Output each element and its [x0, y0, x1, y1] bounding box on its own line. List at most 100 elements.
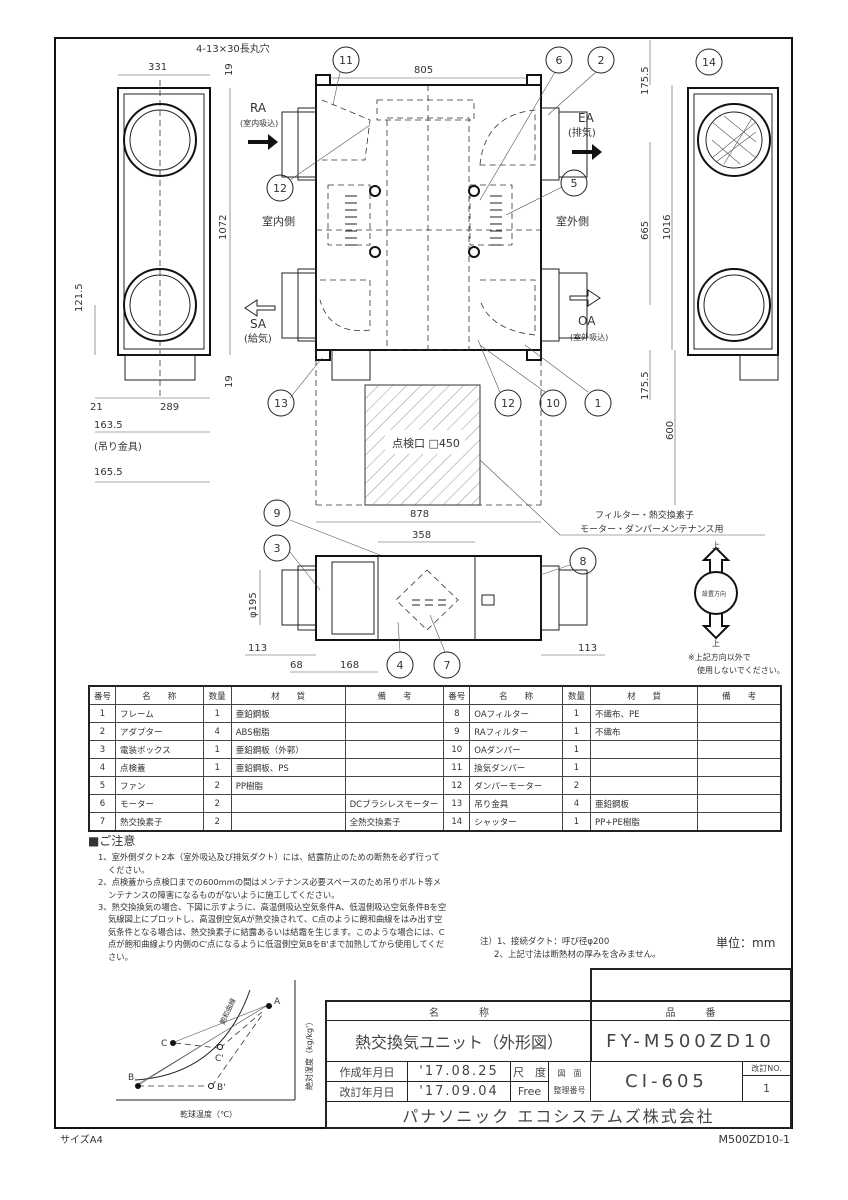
part-material	[230, 812, 346, 832]
part-qty: 1	[202, 758, 232, 777]
part-remarks	[697, 704, 782, 723]
svg-text:8: 8	[580, 555, 587, 568]
part-remarks: DCブラシレスモーター	[344, 794, 445, 813]
part-remarks	[697, 758, 782, 777]
svg-text:(吊り金具): (吊り金具)	[94, 440, 142, 453]
part-no: 4	[88, 758, 117, 777]
svg-text:9: 9	[274, 507, 281, 520]
table-header-row: 番号名 称数量材 質備 考番号名 称数量材 質備 考	[88, 685, 782, 705]
svg-text:331: 331	[148, 62, 167, 73]
part-name: 換気ダンパー	[469, 758, 563, 777]
part-no: 6	[88, 794, 117, 813]
part-name: ファン	[115, 776, 204, 795]
remark-2: 2、上記寸法は断熱材の厚みを含みません。	[494, 950, 661, 960]
svg-text:上: 上	[712, 639, 720, 648]
svg-text:SA: SA	[250, 317, 267, 331]
part-no: 13	[443, 794, 471, 813]
svg-text:A: A	[274, 997, 281, 1007]
part-qty: 1	[561, 758, 592, 777]
part-name: 点検蓋	[115, 758, 204, 777]
svg-text:φ195: φ195	[248, 592, 259, 618]
svg-text:B: B	[128, 1073, 134, 1083]
svg-text:(排気): (排気)	[568, 126, 596, 139]
svg-text:6: 6	[556, 54, 563, 67]
svg-text:C: C	[161, 1039, 167, 1049]
part-no: 11	[443, 758, 471, 777]
part-no: 1	[88, 704, 117, 723]
svg-text:289: 289	[160, 402, 179, 413]
created-date: '17.08.25	[407, 1061, 511, 1082]
part-material	[230, 794, 346, 813]
svg-text:7: 7	[444, 659, 451, 672]
part-material-header: 材 質	[230, 685, 346, 705]
drawing-number: CI-605	[590, 1061, 743, 1102]
part-material	[590, 740, 699, 759]
part-material: PP+PE樹脂	[590, 812, 699, 832]
svg-text:室内側: 室内側	[262, 214, 295, 228]
svg-text:EA: EA	[578, 111, 595, 125]
part-qty-header: 数量	[561, 685, 592, 705]
company-name: パナソニック エコシステムズ株式会社	[325, 1101, 792, 1129]
svg-text:12: 12	[273, 182, 287, 195]
part-qty: 1	[561, 722, 592, 741]
svg-text:805: 805	[414, 65, 433, 76]
svg-text:1016: 1016	[662, 215, 673, 240]
part-qty: 4	[202, 722, 232, 741]
part-no: 9	[443, 722, 471, 741]
part-balloons: 11 6 2 14 12 5 13 12 10 1 9 3 8 4 7	[263, 46, 723, 679]
part-name: RAフィルター	[469, 722, 563, 741]
dimension-labels: 4-13×30長丸穴 805 331 19 19 1072 121.5 21 2…	[74, 42, 723, 671]
part-remarks	[344, 758, 445, 777]
part-remarks	[344, 776, 445, 795]
part-no-header: 番号	[88, 685, 117, 705]
part-material: 亜鉛鋼板	[230, 704, 346, 723]
svg-text:878: 878	[410, 509, 429, 520]
part-remarks	[697, 794, 782, 813]
svg-text:乾球温度（℃）: 乾球温度（℃）	[180, 1109, 237, 1119]
svg-text:163.5: 163.5	[94, 420, 123, 431]
note-item: 2、点検蓋から点検口までの600mmの間はメンテナンス必要スペースのため吊りボル…	[98, 877, 442, 900]
part-name: シャッター	[469, 812, 563, 832]
part-remarks	[344, 740, 445, 759]
svg-text:113: 113	[248, 643, 267, 654]
top-view	[244, 74, 602, 381]
dimension-lines	[94, 40, 676, 673]
svg-text:1: 1	[595, 397, 602, 410]
part-name: アダプター	[115, 722, 204, 741]
sheet-frame	[54, 37, 793, 1129]
svg-text:※上記方向以外で: ※上記方向以外で	[688, 652, 751, 662]
note-item: 3、熱交換換気の場合、下図に示すように、高温側吸込空気条件A、低温側吸込空気条件…	[98, 902, 447, 962]
svg-text:11: 11	[339, 54, 353, 67]
part-qty: 2	[202, 776, 232, 795]
part-material	[590, 776, 699, 795]
part-name: 吊り金具	[469, 794, 563, 813]
part-qty: 1	[202, 704, 232, 723]
part-remarks	[697, 722, 782, 741]
part-name: 熱交換素子	[115, 812, 204, 832]
drawing-number-label-1: 図 面	[557, 1068, 582, 1078]
right-side-view	[687, 87, 779, 381]
model-number: FY-M500ZD10	[590, 1020, 792, 1062]
part-qty: 1	[202, 740, 232, 759]
svg-text:13: 13	[274, 397, 288, 410]
svg-text:21: 21	[90, 402, 103, 413]
svg-text:C': C'	[215, 1054, 224, 1064]
svg-text:(室内吸込): (室内吸込)	[240, 118, 278, 128]
svg-text:3: 3	[274, 542, 281, 555]
part-name-header: 名 称	[115, 685, 204, 705]
svg-text:飽和曲線: 飽和曲線	[218, 997, 238, 1026]
svg-text:19: 19	[224, 375, 235, 388]
part-remarks-header: 備 考	[697, 685, 782, 705]
part-no: 8	[443, 704, 471, 723]
part-no-header: 番号	[443, 685, 471, 705]
svg-text:10: 10	[546, 397, 560, 410]
part-qty-header: 数量	[202, 685, 232, 705]
part-material: 不織布、PE	[590, 704, 699, 723]
blank-box	[590, 968, 792, 1002]
